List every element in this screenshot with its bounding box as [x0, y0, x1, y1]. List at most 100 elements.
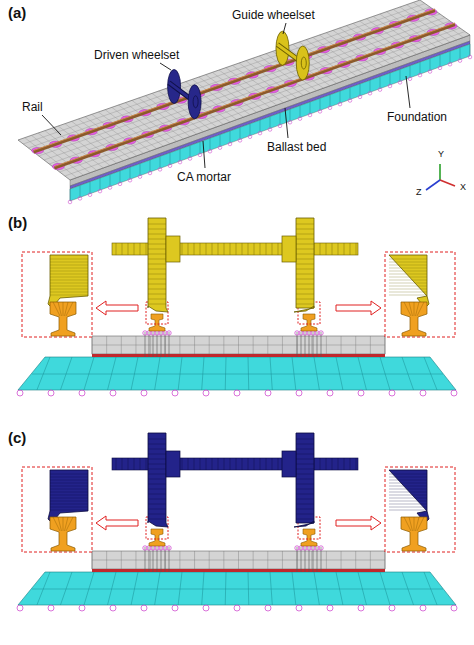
rail-mesh [417, 517, 424, 531]
wheel-mesh [389, 474, 427, 475]
foundation-mesh [37, 357, 50, 390]
foundation-mesh [32, 589, 443, 590]
foundation-mesh [178, 572, 182, 605]
boundary-node [48, 605, 54, 611]
wheel-mesh [389, 504, 427, 505]
wheel-mesh [389, 289, 427, 290]
wheel-mesh [148, 304, 166, 305]
axle-mesh [272, 458, 273, 470]
wheel-mesh [50, 492, 88, 493]
axis-line [426, 180, 440, 190]
wheel-mesh [148, 469, 166, 470]
wheel-mesh [148, 259, 166, 260]
leader-line [160, 63, 171, 70]
wheel-mesh [148, 249, 166, 250]
part-label: Guide wheelset [230, 8, 317, 22]
foundation-mesh [110, 175, 111, 187]
axle-mesh [356, 458, 357, 470]
wheel-mesh [50, 495, 88, 496]
axle-mesh [218, 458, 219, 470]
wheel-mesh [50, 510, 88, 511]
axle-mesh [260, 458, 261, 470]
foundation-mesh [200, 142, 201, 154]
mesh-line [34, 11, 435, 153]
wheel-mesh [296, 234, 314, 235]
boundary-node [188, 157, 192, 161]
rail-mesh [63, 302, 64, 316]
wheel-mesh [148, 299, 166, 300]
foundation-mesh [424, 357, 437, 390]
axle-mesh [194, 458, 195, 470]
wheel-mesh [296, 244, 314, 245]
wheel-zoom [389, 470, 429, 523]
mesh-line [44, 18, 445, 161]
wheel-mesh [296, 469, 314, 470]
wheel-mesh [296, 474, 314, 475]
foundation-mesh [220, 135, 221, 147]
foundation-mesh [390, 73, 391, 85]
foundation-mesh [424, 572, 437, 605]
wheel-mesh [50, 486, 88, 487]
wheel-mesh [296, 299, 314, 300]
rail-mesh [417, 302, 424, 316]
mesh-line [65, 32, 465, 177]
wheel-mesh [389, 277, 427, 278]
wheel-mesh [296, 294, 314, 295]
boundary-node [158, 168, 162, 172]
leader-line [42, 115, 61, 135]
boundary-node [420, 390, 426, 396]
wheel-mesh [50, 265, 88, 266]
wheel-mesh [50, 280, 88, 281]
wheel-mesh [50, 489, 88, 490]
axle-mesh [236, 458, 237, 470]
axle-mesh [326, 458, 327, 470]
boundary-node [110, 390, 116, 396]
zoom-box [22, 252, 92, 337]
ca-mortar [92, 354, 385, 357]
boundary-node [198, 153, 202, 157]
rail-mesh [404, 302, 411, 316]
wheel-mesh [148, 499, 166, 500]
boundary-node [268, 128, 272, 132]
wheel-hub [193, 96, 198, 108]
wheel-mesh [296, 479, 314, 480]
foundation-mesh [260, 120, 261, 132]
boundary-node [178, 160, 182, 164]
wheel-mesh [148, 254, 166, 255]
rail-mesh [66, 302, 73, 316]
wheel-mesh [50, 277, 88, 278]
part-label: Ballast bed [265, 140, 328, 154]
axle-mesh [116, 458, 117, 470]
driven-wheelset [168, 69, 202, 118]
boundary-node [368, 91, 372, 95]
wheel-mesh [296, 484, 314, 485]
rail-mesh [65, 302, 69, 316]
foundation-mesh [314, 572, 319, 605]
axle-mesh [356, 243, 357, 255]
mesh-line [60, 28, 460, 172]
foundation-mesh [140, 164, 141, 176]
foundation-mesh [300, 106, 301, 118]
wheel-mesh [148, 294, 166, 295]
axle-mesh [200, 243, 201, 255]
axle-mesh [320, 243, 321, 255]
axle-mesh [134, 243, 135, 255]
wheel-mesh [50, 286, 88, 287]
spring-element [301, 332, 302, 357]
rail-profile [301, 314, 317, 331]
wheel-mesh [148, 244, 166, 245]
wheel-mesh [50, 295, 88, 296]
foundation-mesh [240, 127, 241, 139]
wheel-mesh [148, 279, 166, 280]
spring-element [297, 547, 298, 572]
wheel-mesh [148, 519, 166, 520]
boundary-node [208, 149, 212, 153]
zoom-box [22, 467, 92, 552]
boundary-node [265, 605, 271, 611]
wheel-mesh [389, 280, 427, 281]
axle-mesh [224, 458, 225, 470]
mesh-line [92, 345, 385, 346]
axle-mesh [212, 458, 213, 470]
spring-element [169, 332, 170, 357]
spring-element [149, 332, 150, 357]
